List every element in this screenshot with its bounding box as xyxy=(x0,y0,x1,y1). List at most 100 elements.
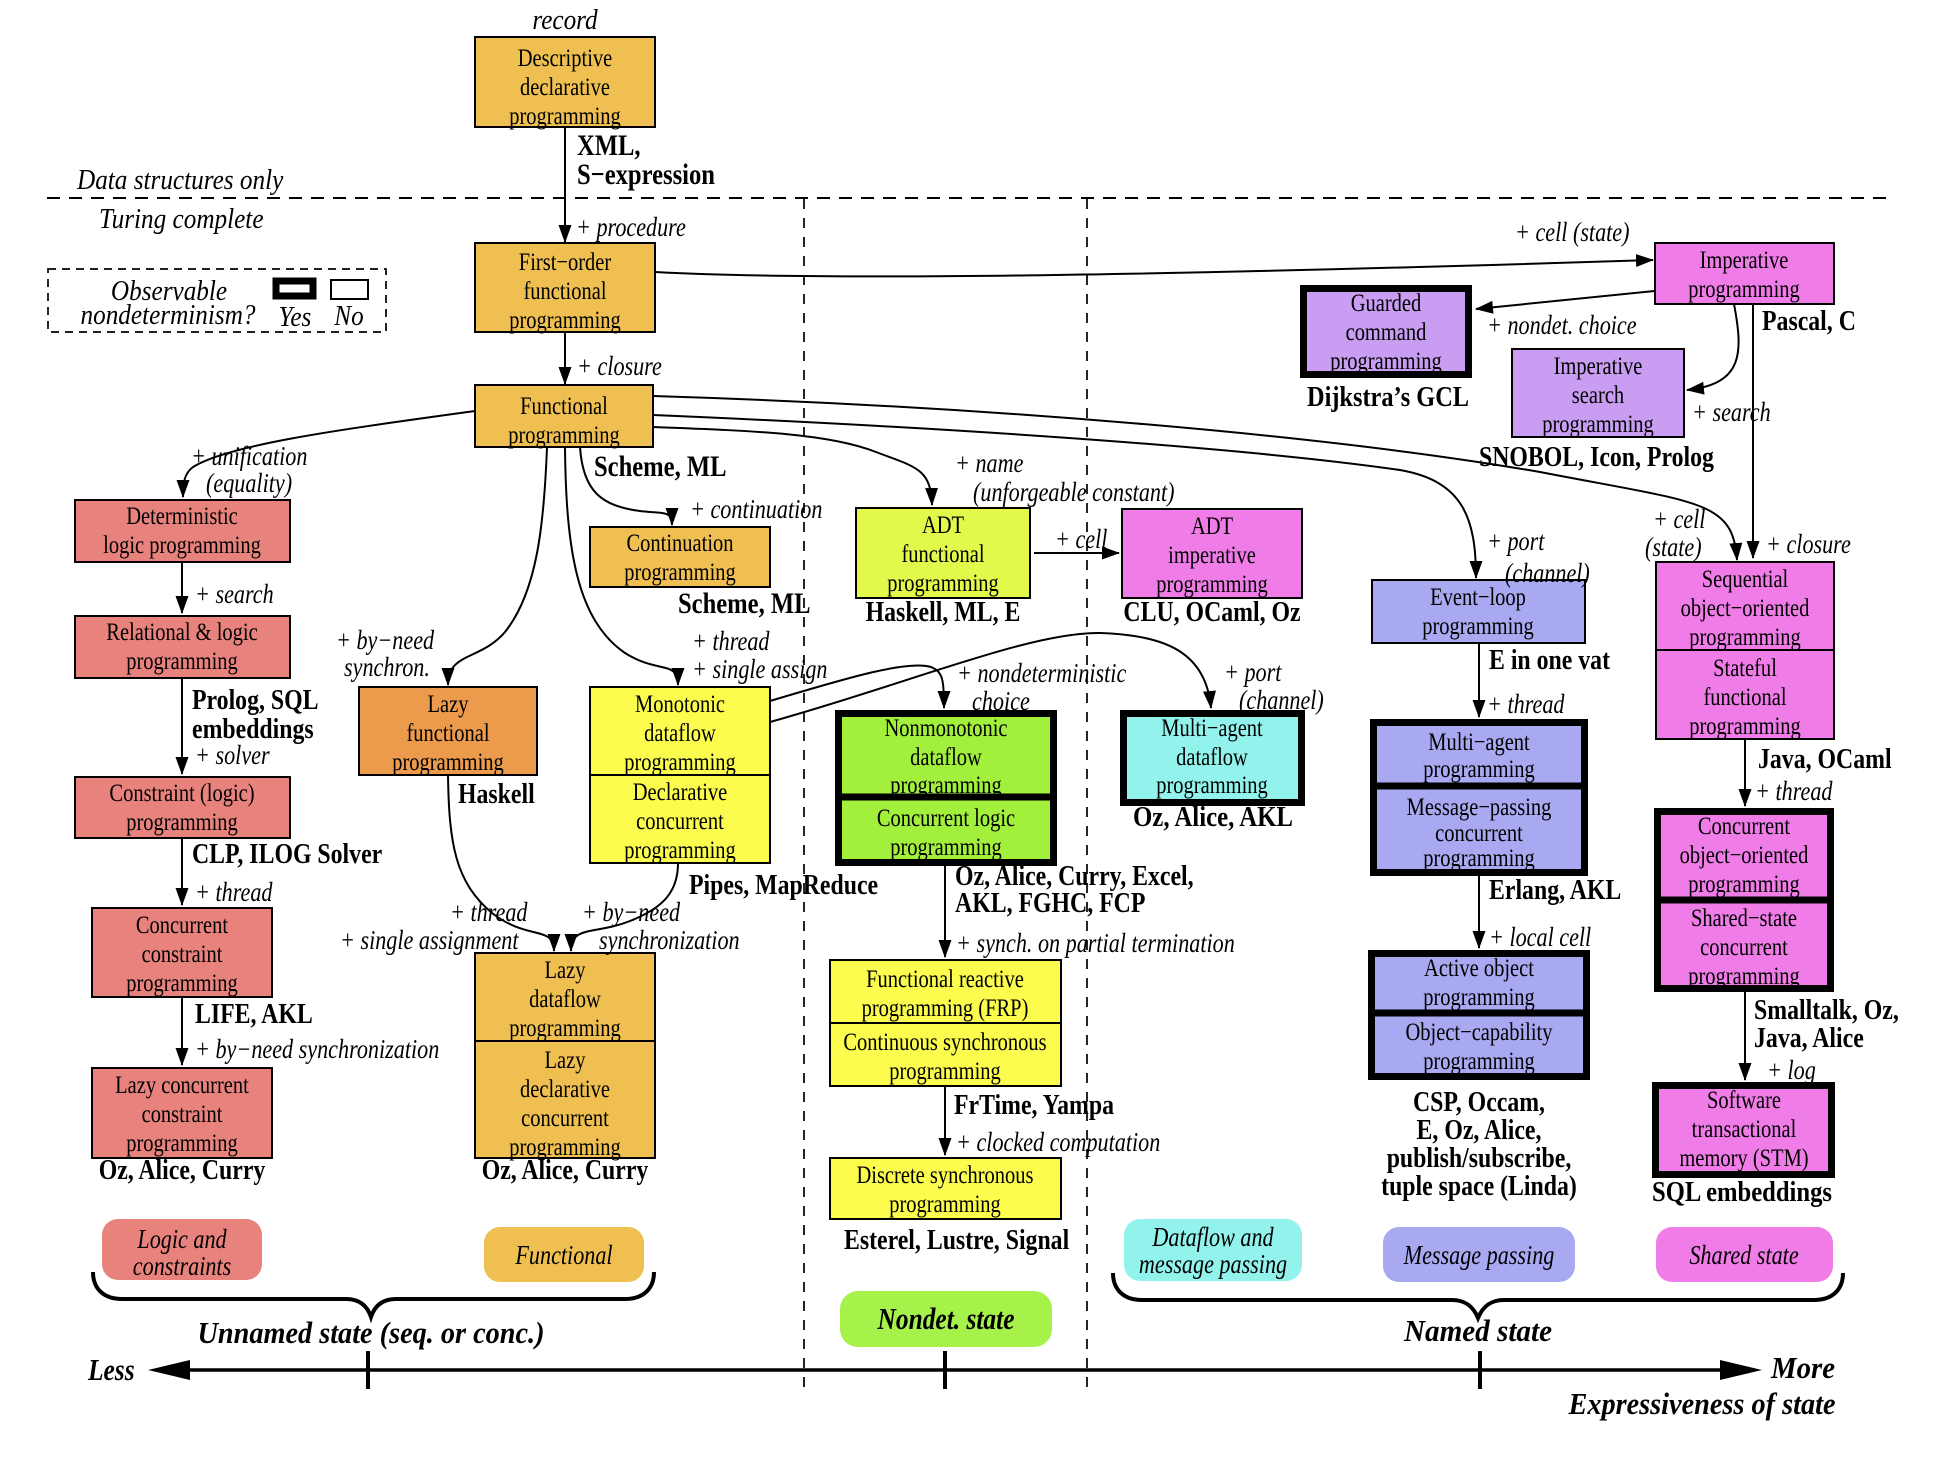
svg-text:Continuous synchronous: Continuous synchronous xyxy=(843,1029,1046,1056)
svg-text:+ by−need: + by−need xyxy=(582,897,680,927)
svg-text:+ thread: + thread xyxy=(1487,689,1565,719)
svg-text:Discrete synchronous: Discrete synchronous xyxy=(856,1162,1033,1189)
svg-text:imperative: imperative xyxy=(1168,542,1256,569)
svg-text:constraint: constraint xyxy=(142,1101,223,1128)
svg-text:+ log: + log xyxy=(1767,1055,1816,1085)
svg-text:E, Oz, Alice,: E, Oz, Alice, xyxy=(1417,1115,1542,1146)
svg-text:programming: programming xyxy=(1689,624,1801,651)
svg-text:AKL, FGHC, FCP: AKL, FGHC, FCP xyxy=(955,888,1145,919)
svg-text:dataflow: dataflow xyxy=(644,720,716,747)
svg-text:concurrent: concurrent xyxy=(636,808,724,835)
svg-text:constraint: constraint xyxy=(142,941,223,968)
svg-text:Named state: Named state xyxy=(1403,1313,1552,1348)
svg-text:CSP, Occam,: CSP, Occam, xyxy=(1413,1087,1545,1118)
svg-text:programming: programming xyxy=(126,970,238,997)
svg-text:publish/subscribe,: publish/subscribe, xyxy=(1387,1143,1572,1174)
svg-text:(channel): (channel) xyxy=(1239,685,1324,715)
svg-text:(equality): (equality) xyxy=(206,468,292,498)
svg-text:Dataflow and: Dataflow and xyxy=(1152,1222,1274,1252)
svg-text:programming: programming xyxy=(889,1058,1001,1085)
svg-text:dataflow: dataflow xyxy=(1176,744,1248,771)
svg-text:Haskell, ML, E: Haskell, ML, E xyxy=(866,597,1021,628)
svg-text:Turing complete: Turing complete xyxy=(99,204,264,235)
svg-text:Descriptive: Descriptive xyxy=(518,45,613,72)
svg-text:programming: programming xyxy=(624,749,736,776)
svg-text:Lazy: Lazy xyxy=(428,691,469,718)
svg-text:Yes: Yes xyxy=(279,302,312,333)
svg-text:nondeterminism?: nondeterminism? xyxy=(81,300,256,331)
svg-text:Shared−state: Shared−state xyxy=(1691,905,1797,932)
svg-text:+ procedure: + procedure xyxy=(576,212,686,242)
svg-text:Unnamed state (seq. or conc.): Unnamed state (seq. or conc.) xyxy=(198,1315,545,1350)
svg-text:programming: programming xyxy=(887,570,999,597)
svg-text:Lazy: Lazy xyxy=(545,1047,586,1074)
svg-text:Relational & logic: Relational & logic xyxy=(106,619,257,646)
svg-text:Event−loop: Event−loop xyxy=(1430,584,1526,611)
svg-text:+ cell: + cell xyxy=(1055,524,1107,554)
svg-text:declarative: declarative xyxy=(520,1076,610,1103)
svg-text:Oz, Alice, AKL: Oz, Alice, AKL xyxy=(1133,802,1293,833)
svg-text:programming: programming xyxy=(508,422,620,449)
svg-text:functional: functional xyxy=(901,541,984,568)
svg-text:Deterministic: Deterministic xyxy=(126,503,238,530)
svg-text:Concurrent: Concurrent xyxy=(1698,813,1790,840)
svg-text:command: command xyxy=(1346,319,1427,346)
svg-text:Nondet. state: Nondet. state xyxy=(877,1301,1015,1336)
svg-text:object−oriented: object−oriented xyxy=(1681,595,1810,622)
svg-text:Pascal, C: Pascal, C xyxy=(1762,306,1856,337)
svg-text:message passing: message passing xyxy=(1139,1249,1287,1279)
svg-text:Stateful: Stateful xyxy=(1713,655,1777,682)
svg-text:programming: programming xyxy=(889,1191,1001,1218)
svg-text:Constraint (logic): Constraint (logic) xyxy=(109,780,254,807)
svg-text:Lazy: Lazy xyxy=(545,957,586,984)
svg-text:+ port: + port xyxy=(1224,657,1283,687)
svg-text:programming: programming xyxy=(509,1015,621,1042)
svg-text:No: No xyxy=(333,301,363,332)
svg-text:Message−passing: Message−passing xyxy=(1407,794,1552,821)
svg-text:programming: programming xyxy=(1688,276,1800,303)
svg-text:CLU, OCaml, Oz: CLU, OCaml, Oz xyxy=(1123,597,1300,628)
svg-text:Concurrent: Concurrent xyxy=(136,912,228,939)
svg-text:+ by−need: + by−need xyxy=(336,625,434,655)
svg-text:synchronization: synchronization xyxy=(599,925,740,955)
svg-text:First−order: First−order xyxy=(519,249,612,276)
svg-text:+ by−need synchronization: + by−need synchronization xyxy=(195,1034,439,1064)
svg-text:S−expression: S−expression xyxy=(577,158,715,191)
svg-text:synchron.: synchron. xyxy=(344,652,430,682)
svg-text:Pipes, MapReduce: Pipes, MapReduce xyxy=(689,870,878,901)
svg-text:concurrent: concurrent xyxy=(521,1105,609,1132)
svg-text:+ cell (state): + cell (state) xyxy=(1515,217,1630,247)
svg-text:programming: programming xyxy=(1422,613,1534,640)
svg-text:+ name: + name xyxy=(955,448,1023,478)
svg-text:functional: functional xyxy=(523,278,606,305)
svg-text:Expressiveness of state: Expressiveness of state xyxy=(1568,1386,1836,1421)
svg-text:Oz, Alice, Curry, Excel,: Oz, Alice, Curry, Excel, xyxy=(955,861,1194,892)
svg-text:Multi−agent: Multi−agent xyxy=(1161,715,1263,742)
svg-text:programming: programming xyxy=(624,837,736,864)
svg-text:Haskell: Haskell xyxy=(458,779,535,810)
svg-text:+ search: + search xyxy=(195,579,274,609)
svg-text:Functional: Functional xyxy=(520,393,608,420)
svg-text:Sequential: Sequential xyxy=(1702,566,1789,593)
svg-text:programming: programming xyxy=(1689,713,1801,740)
svg-text:logic programming: logic programming xyxy=(103,532,261,559)
svg-text:Dijkstra’s GCL: Dijkstra’s GCL xyxy=(1307,382,1469,413)
svg-text:choice: choice xyxy=(972,686,1030,716)
svg-text:programming: programming xyxy=(890,772,1002,799)
svg-text:Scheme, ML: Scheme, ML xyxy=(678,587,811,620)
svg-text:Guarded: Guarded xyxy=(1351,290,1422,317)
svg-text:LIFE, AKL: LIFE, AKL xyxy=(195,999,313,1030)
svg-text:Java, OCaml: Java, OCaml xyxy=(1758,744,1892,775)
svg-text:Concurrent logic: Concurrent logic xyxy=(877,805,1015,832)
svg-text:Data structures only: Data structures only xyxy=(76,165,284,196)
svg-text:+ nondeterministic: + nondeterministic xyxy=(957,658,1126,688)
svg-text:Java, Alice: Java, Alice xyxy=(1754,1023,1864,1054)
svg-text:programming: programming xyxy=(126,1130,238,1157)
svg-text:programming: programming xyxy=(1330,348,1442,375)
svg-text:constraints: constraints xyxy=(133,1251,231,1281)
svg-text:Message passing: Message passing xyxy=(1403,1240,1555,1270)
svg-text:ADT: ADT xyxy=(1191,513,1233,540)
svg-text:programming: programming xyxy=(1688,963,1800,990)
svg-text:+ continuation: + continuation xyxy=(690,494,822,524)
svg-text:object−oriented: object−oriented xyxy=(1680,842,1809,869)
